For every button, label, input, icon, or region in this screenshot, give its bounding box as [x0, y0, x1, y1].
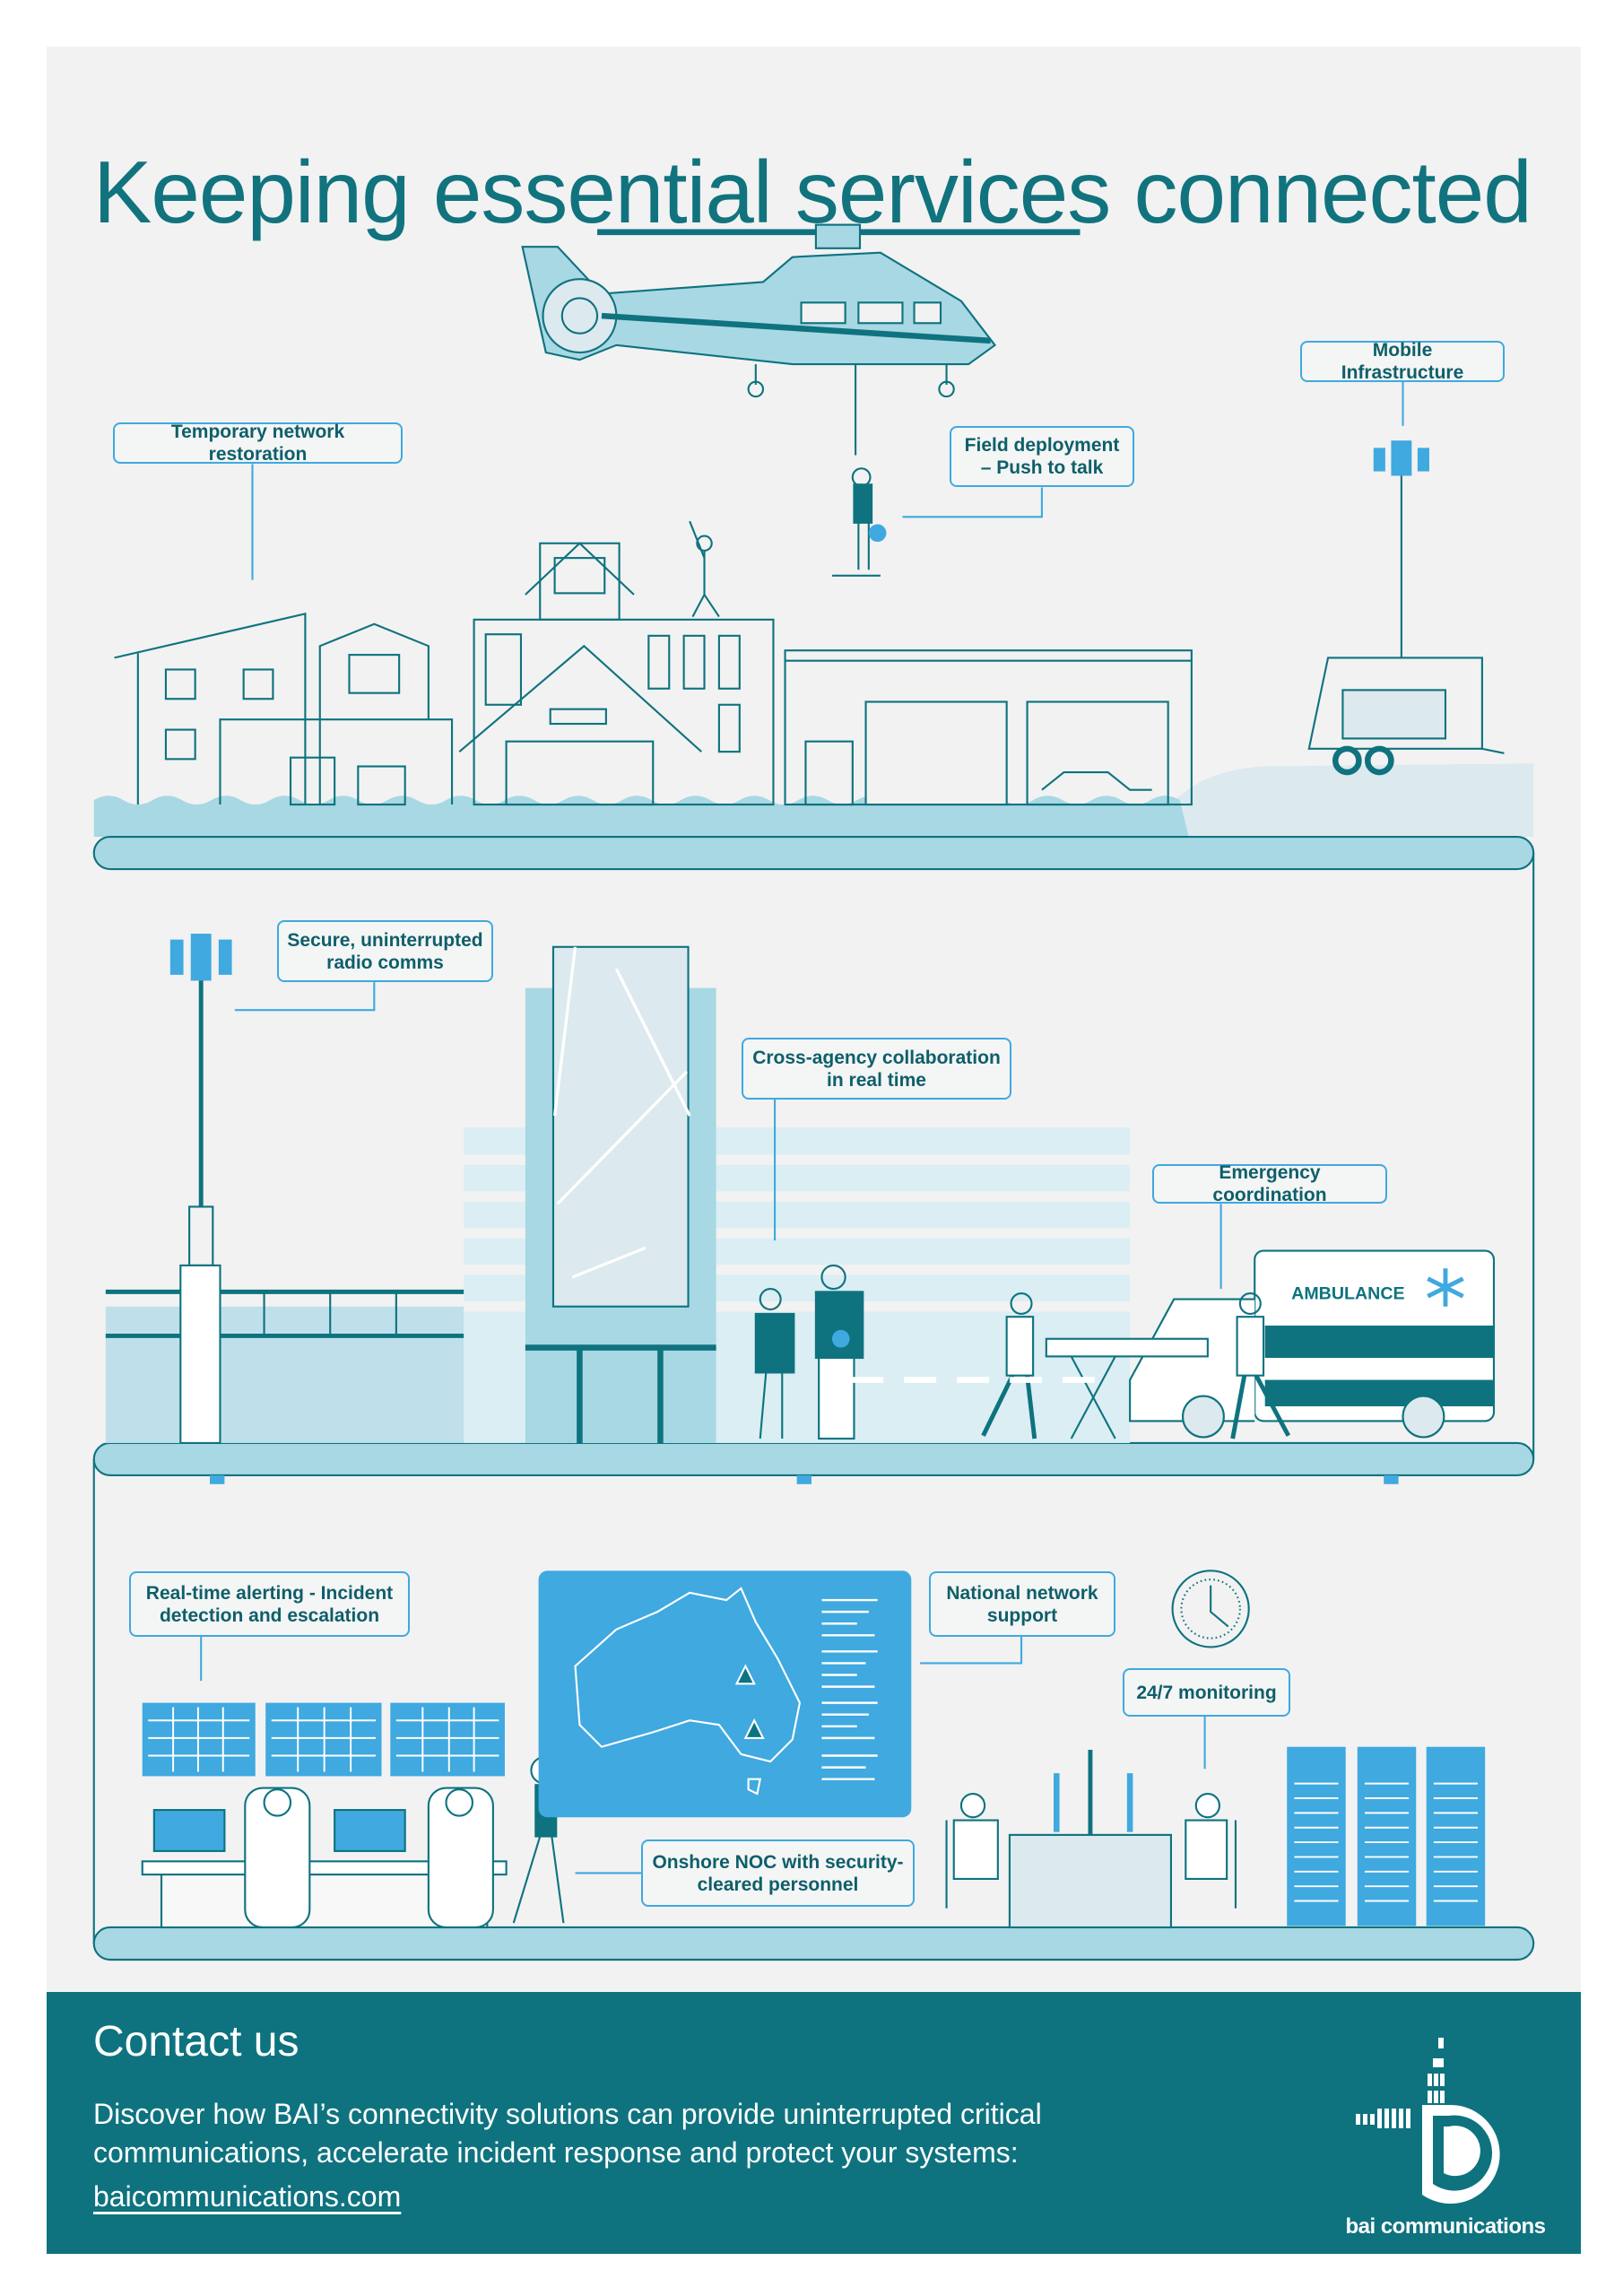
clock-icon	[1171, 1570, 1250, 1648]
ambulance: AMBULANCE	[851, 1249, 1496, 1439]
connector-lines	[200, 381, 1404, 1874]
page-title: Keeping essential services connected	[93, 142, 1532, 241]
label-mobile-infrastructure: Mobile Infrastructure	[1300, 340, 1505, 383]
ambulance-text: AMBULANCE	[1291, 1284, 1404, 1304]
flood-water	[93, 763, 1534, 838]
label-emergency-coordination: Emergency coordination	[1152, 1162, 1387, 1205]
mobile-tower-trailer	[1307, 440, 1505, 776]
logo-text: bai communications	[1345, 2214, 1546, 2239]
contact-title: Contact us	[93, 2018, 299, 2066]
rescuer-person	[689, 467, 887, 618]
helicopter	[521, 223, 1081, 456]
label-field-deployment: Field deployment – Push to talk	[950, 426, 1134, 487]
city-buildings	[105, 945, 1131, 1443]
houses	[114, 542, 1193, 806]
australia-map-screen	[538, 1570, 912, 1818]
radio-tower	[169, 934, 232, 1445]
label-24-7-monitoring: 24/7 monitoring	[1123, 1668, 1290, 1717]
contact-section: Contact us Discover how BAI’s connectivi…	[47, 1992, 1581, 2254]
label-secure-radio-comms: Secure, uninterrupted radio comms	[277, 920, 493, 982]
screen-grid	[148, 1707, 499, 1772]
label-cross-agency-collaboration: Cross-agency collaboration in real time	[742, 1038, 1011, 1100]
website-link[interactable]: baicommunications.com	[93, 2180, 402, 2213]
noc-desks	[141, 1756, 565, 1929]
label-national-network-support: National network support	[929, 1571, 1115, 1637]
monitoring-desk	[945, 1749, 1237, 1929]
responders	[754, 1264, 864, 1440]
label-temporary-network-restoration: Temporary network restoration	[113, 422, 403, 465]
server-racks	[1287, 1746, 1486, 1926]
bai-logo-icon	[1356, 2038, 1500, 2204]
label-realtime-alerting: Real-time alerting - Incident detection …	[129, 1571, 410, 1637]
contact-body: Discover how BAI’s connectivity solution…	[93, 2098, 1042, 2169]
floor-bands	[92, 835, 1535, 1961]
label-onshore-noc: Onshore NOC with security-cleared person…	[641, 1839, 915, 1907]
